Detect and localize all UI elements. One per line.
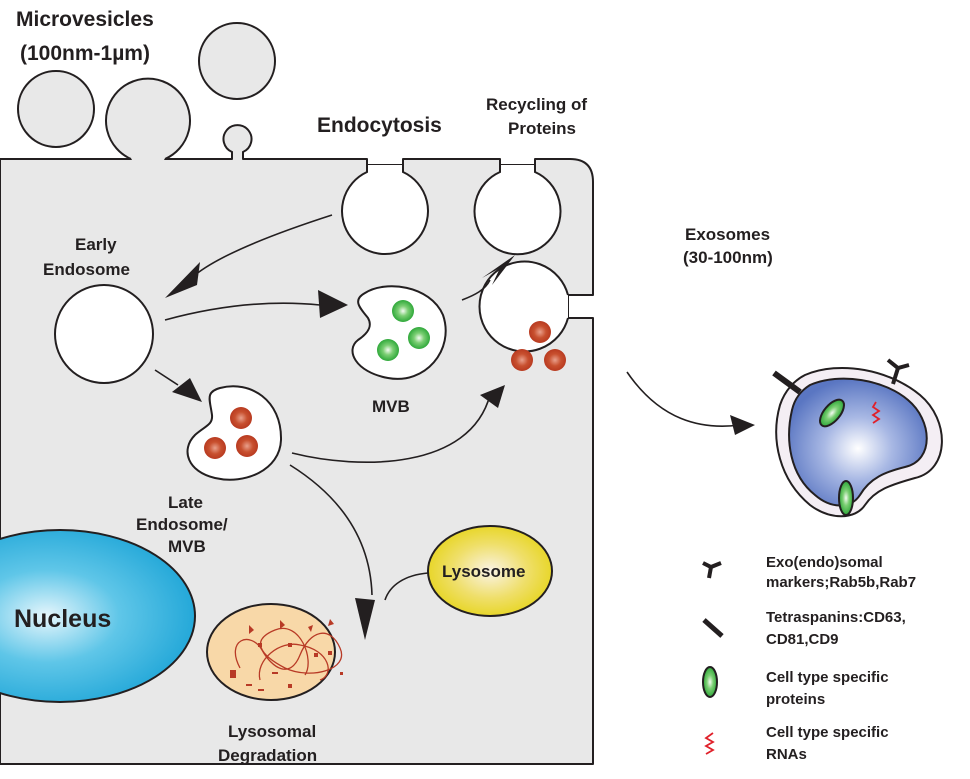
red-vesicle xyxy=(544,349,566,371)
exosomes-label: Exosomes xyxy=(685,225,770,244)
green-vesicle xyxy=(377,339,399,361)
legend-item-4-line2: RNAs xyxy=(766,746,807,763)
early-endosome xyxy=(54,284,154,384)
exosomes-size-label: (30-100nm) xyxy=(683,248,773,267)
arrowheads xyxy=(165,255,755,640)
microvesicles-size-label: (100nm-1µm) xyxy=(20,42,150,65)
late-endosome-label-2: Endosome/ xyxy=(136,515,228,534)
degradation-debris xyxy=(234,627,343,681)
degradation-label-2: Degradation xyxy=(218,746,317,765)
red-vesicle xyxy=(529,321,551,343)
late-endosome-label-3: MVB xyxy=(168,537,206,556)
cell-type-protein xyxy=(838,480,854,516)
lysosome-label: Lysosome xyxy=(442,562,525,581)
recycling-vesicle xyxy=(473,165,562,256)
red-vesicle xyxy=(204,437,226,459)
legend-green-oval-icon xyxy=(702,666,718,698)
legend-item-3-line1: Cell type specific xyxy=(766,669,889,686)
fusing-mvb xyxy=(478,260,569,353)
degradation-label: Lysosomal xyxy=(228,722,316,741)
legend-item-2-line1: Tetraspanins:CD63, xyxy=(766,609,906,626)
microvesicles-label: Microvesicles xyxy=(16,8,154,31)
legend-red-zigzag-icon xyxy=(704,732,715,755)
mvb xyxy=(351,285,447,380)
legend-item-3-line2: proteins xyxy=(766,691,825,708)
early-endosome-label: Early xyxy=(75,235,117,254)
tetraspanin-marker xyxy=(772,370,802,395)
legend-item-4-line1: Cell type specific xyxy=(766,724,889,741)
cell-type-protein xyxy=(819,398,845,428)
early-endosome-label-2: Endosome xyxy=(43,260,130,279)
cell-type-rna xyxy=(871,401,881,424)
legend-bar-marker-icon xyxy=(702,618,724,638)
red-vesicle xyxy=(511,349,533,371)
exosome-body xyxy=(788,377,928,507)
legend-item-1-line2: markers;Rab5b,Rab7 xyxy=(766,574,916,591)
red-vesicle xyxy=(236,435,258,457)
lysosome xyxy=(427,525,553,617)
red-vesicle xyxy=(230,407,252,429)
rab-marker xyxy=(886,358,910,385)
endocytosis-label: Endocytosis xyxy=(317,114,442,137)
recycling-label: Recycling of xyxy=(486,95,587,114)
budding-microvesicle xyxy=(105,77,191,160)
legend-item-1-line1: Exo(endo)somal xyxy=(766,554,883,571)
green-vesicle xyxy=(392,300,414,322)
legend-item-2-line2: CD81,CD9 xyxy=(766,631,839,648)
mvb-label: MVB xyxy=(372,397,410,416)
recycling-label-2: Proteins xyxy=(508,119,576,138)
pathway-arrows xyxy=(154,214,741,601)
legend-y-marker-icon xyxy=(702,561,722,579)
degradation-fragments xyxy=(230,619,343,691)
nucleus-label: Nucleus xyxy=(14,605,111,633)
endocytosis-vesicle xyxy=(341,165,429,255)
green-vesicle xyxy=(408,327,430,349)
microvesicle xyxy=(17,70,95,148)
small-budding-microvesicle xyxy=(222,124,253,159)
microvesicle xyxy=(198,22,276,100)
late-endosome-label: Late xyxy=(168,493,203,512)
nucleus xyxy=(0,529,196,703)
